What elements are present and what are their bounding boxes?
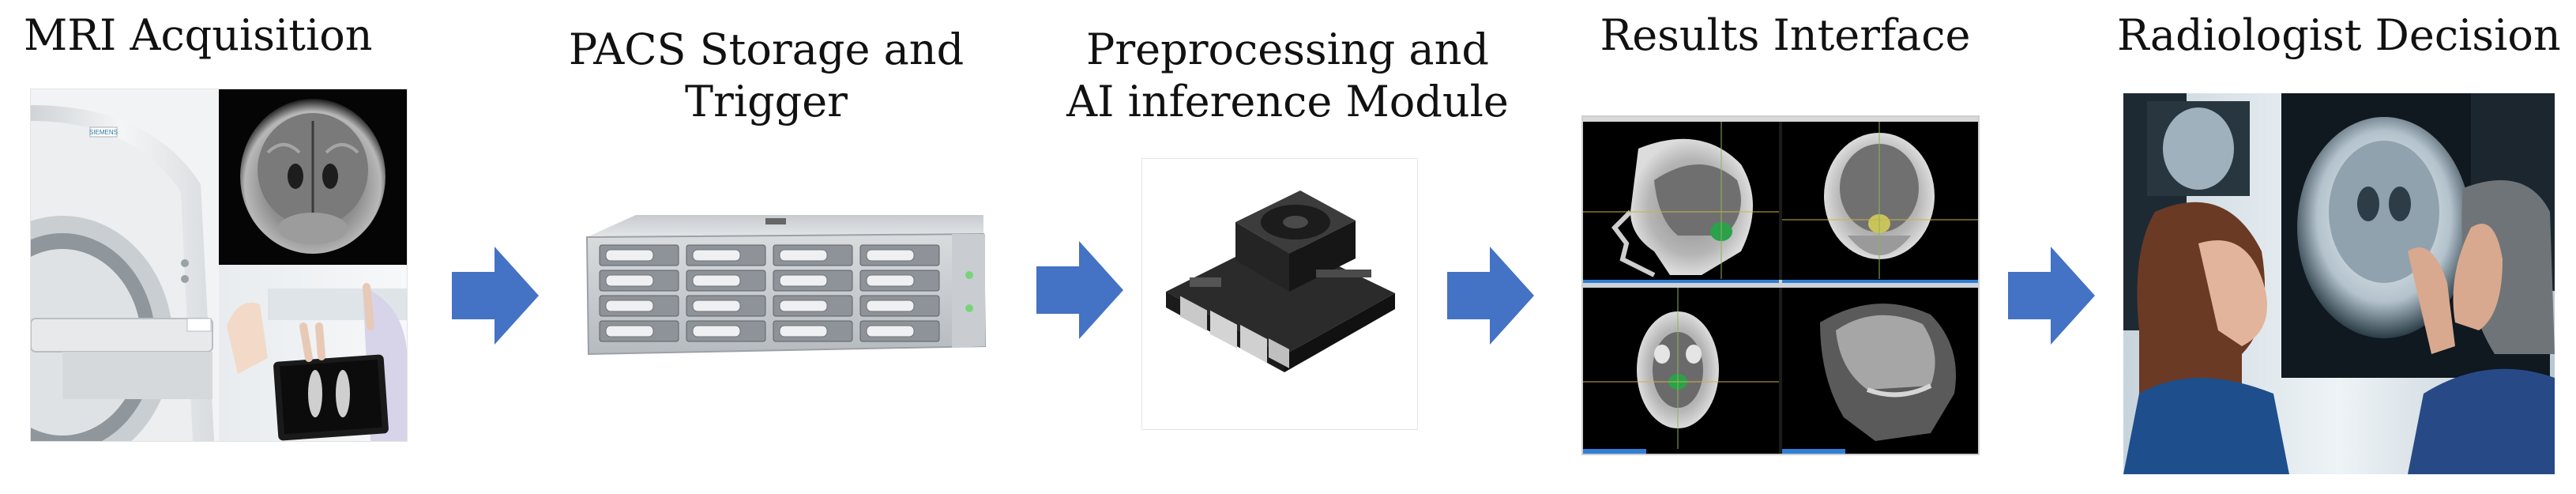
drive-bay-handle [692,300,741,312]
drive-bay-handle [779,325,828,338]
stage-title-pacs-storage: PACS Storage and Trigger [545,24,987,128]
viewport-sagittal-t1[interactable] [1820,304,1956,441]
viewport-axial[interactable] [1583,288,1779,449]
flow-arrow-3 [1447,247,1534,345]
drive-bay-handle [866,300,915,312]
drive-bay-handle [605,249,654,262]
stage-title-line: PACS Storage and [568,25,965,74]
drive-bay-handle [779,249,828,262]
pacs-server-image [581,213,991,364]
scanner-brand-label: SIEMENS [89,129,118,136]
drive-bay-handle [866,325,915,338]
flow-arrow-2 [1036,241,1123,339]
flow-arrow-1 [452,247,539,345]
drive-bay-handle [605,300,654,312]
ai-inference-module-image [1141,158,1418,430]
flow-arrow-4 [2008,247,2095,345]
drive-bay-handle [866,274,915,287]
radiologist-decision-photo [2123,93,2555,474]
drive-bays [599,244,940,342]
drive-bay-handle [605,325,654,338]
stage-title-line: MRI Acquisition [24,10,373,60]
drive-bay-handle [779,274,828,287]
drive-bay-handle [692,325,741,338]
drive-bay-handle [692,274,741,287]
results-interface-screenshot [1581,115,1980,455]
stage-title-results-interface: Results Interface [1572,9,1999,62]
viewport-coronal[interactable] [1782,122,1978,279]
stage-title-line: Results Interface [1600,10,1971,60]
stage-title-line: Trigger [684,77,848,126]
viewport-sagittal[interactable] [1583,122,1779,279]
stage-title-ai-inference: Preprocessing and AI inference Module [1066,24,1509,128]
drive-bay-handle [866,249,915,262]
drive-bay-handle [692,249,741,262]
stage-title-line: Preprocessing and [1086,25,1489,74]
drive-bay-handle [605,274,654,287]
mri-acquisition-image: SIEMENS [30,89,408,442]
stage-title-radiologist-decision: Radiologist Decision [2117,9,2561,62]
stage-title-line: AI inference Module [1066,77,1509,126]
stage-title-line: Radiologist Decision [2117,10,2561,60]
drive-bay-handle [779,300,828,312]
mri-scanner-photo: SIEMENS [31,89,407,441]
stage-title-mri-acquisition: MRI Acquisition [24,9,373,62]
